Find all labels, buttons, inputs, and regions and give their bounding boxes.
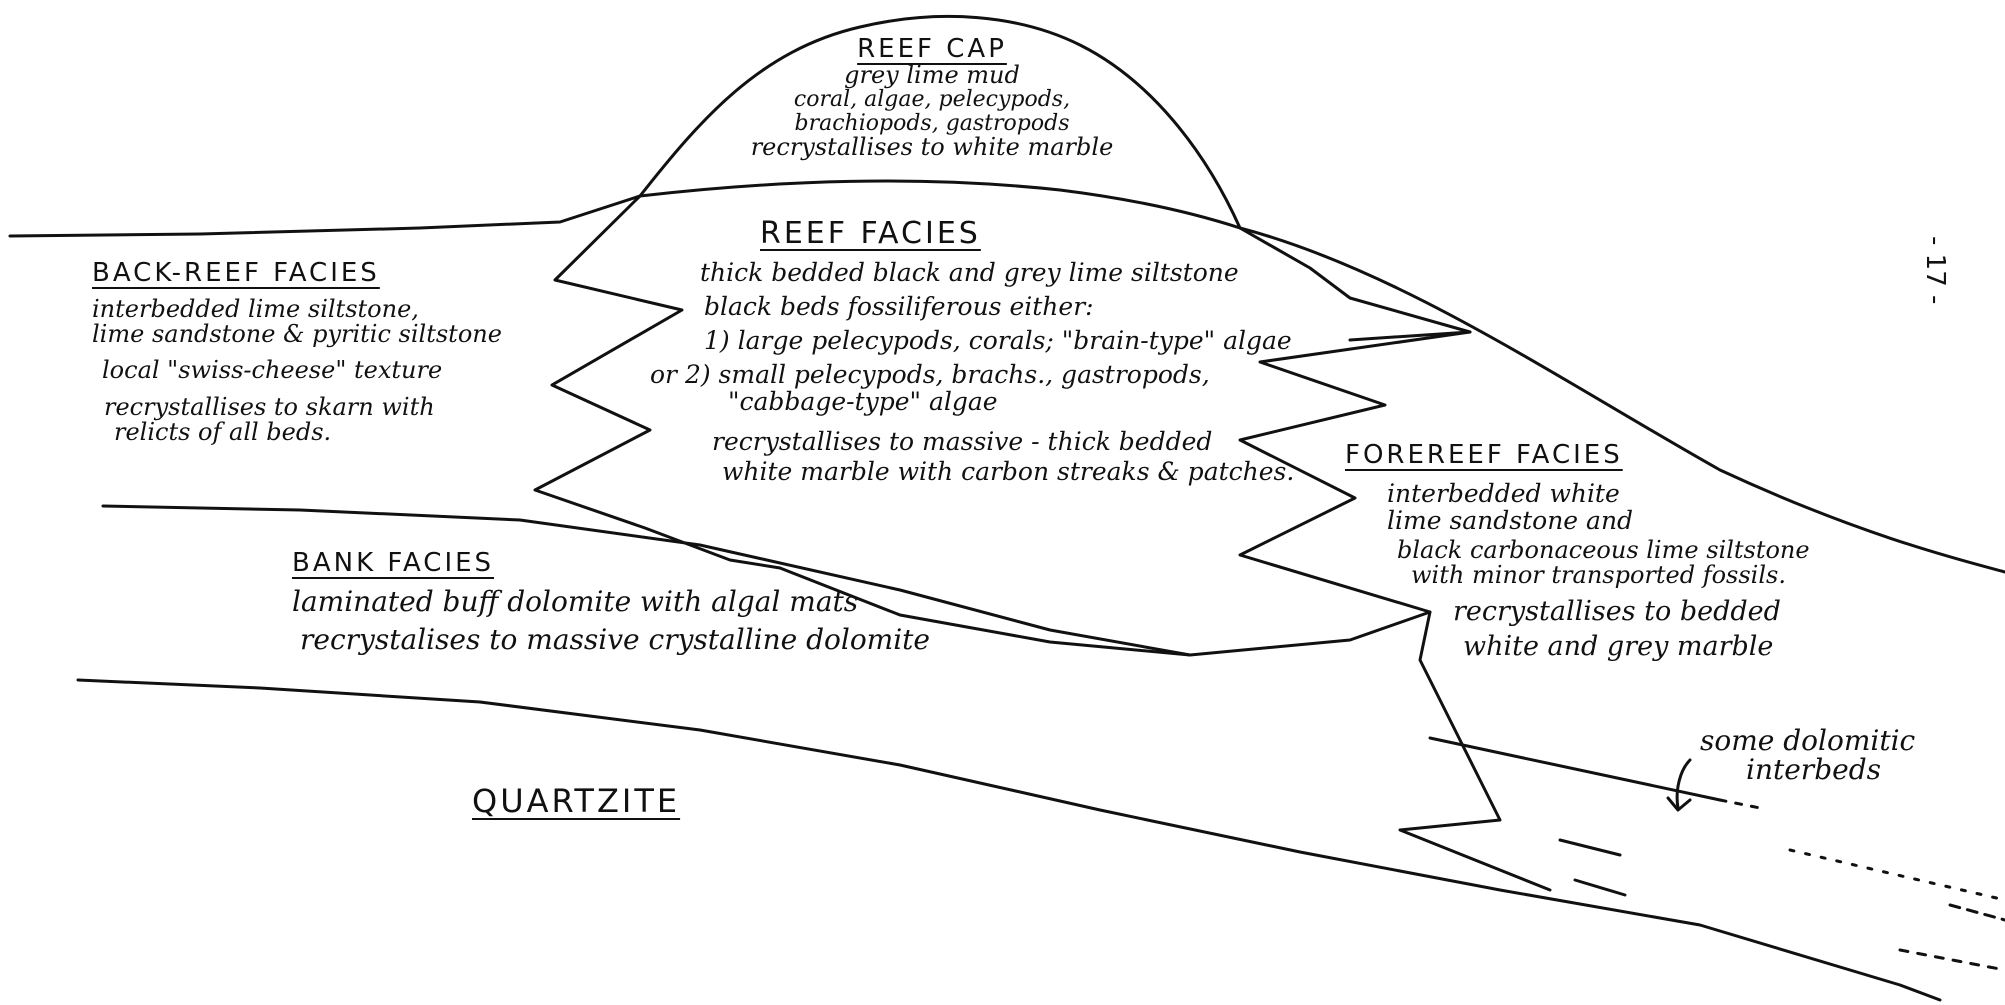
reef-facies-line: 1) large pelecypods, corals; "brain-type…	[704, 326, 1292, 355]
reef-cap-outline	[638, 14, 1242, 230]
quartzite-top-line	[76, 678, 1942, 1002]
dolomitic-interbed-line	[1558, 838, 1622, 857]
bank-facies-label: BANK FACIES laminated buff dolomite with…	[292, 548, 930, 656]
note-arrowhead	[1666, 796, 1692, 812]
bank-facies-line: laminated buff dolomite with algal mats	[292, 585, 859, 619]
bank-top-line	[101, 504, 1192, 657]
quartzite-label: QUARTZITE	[472, 782, 681, 820]
reef-cap-base-line	[638, 179, 1242, 230]
reef-facies-line: recrystallises to massive - thick bedded	[712, 426, 1213, 456]
page-number: - 17 -	[1920, 236, 1950, 305]
forereef-facies-line: interbedded white	[1387, 479, 1620, 509]
back-reef-facies-title: BACK-REEF FACIES	[92, 258, 380, 288]
forereef-facies-line: lime sandstone and	[1387, 505, 1634, 535]
reef-facies-left-boundary	[533, 194, 782, 570]
back-reef-facies-line: recrystallises to skarn with	[104, 392, 435, 421]
upper-surface-line	[8, 194, 642, 238]
back-reef-facies-label: BACK-REEF FACIES interbedded lime siltst…	[92, 258, 502, 447]
dolomitic-interbed-line	[1898, 948, 2005, 972]
reef-cap-line: brachiopods, gastropods	[794, 110, 1070, 136]
back-reef-facies-line: relicts of all beds.	[114, 418, 332, 447]
forereef-facies-line: recrystallises to bedded	[1453, 596, 1781, 628]
forereef-lower-boundary	[1398, 610, 1552, 892]
back-reef-facies-line: interbedded lime siltstone,	[92, 295, 419, 324]
dolomitic-interbed-line	[1718, 798, 1762, 810]
dolomitic-interbeds-note: some dolomitic interbeds	[1700, 726, 1915, 785]
dolomitic-note-line: interbeds	[1746, 753, 1881, 787]
reef-cap-label: REEF CAP grey lime mud coral, algae, pel…	[742, 34, 1122, 161]
reef-cap-line: recrystallises to white marble	[750, 132, 1114, 161]
reef-facies-line: thick bedded black and grey lime siltsto…	[700, 257, 1239, 287]
reef-facies-line: black beds fossiliferous either:	[704, 291, 1094, 321]
dolomitic-interbed-line	[1428, 736, 1722, 802]
back-reef-facies-line: local "swiss-cheese" texture	[102, 355, 443, 384]
bank-facies-line: recrystalises to massive crystalline dol…	[300, 622, 930, 656]
reef-facies-line: "cabbage-type" algae	[728, 386, 998, 416]
back-reef-facies-line: lime sandstone & pyritic siltstone	[92, 320, 502, 349]
forereef-surface-line	[1238, 226, 2005, 574]
bank-facies-title: BANK FACIES	[292, 548, 495, 578]
forereef-facies-line: black carbonaceous lime siltstone	[1397, 535, 1810, 564]
forereef-facies-label: FOREREEF FACIES interbedded white lime s…	[1345, 440, 1810, 662]
reef-facies-label: REEF FACIES thick bedded black and grey …	[650, 218, 1294, 485]
reef-facies-title: REEF FACIES	[760, 216, 981, 251]
reef-cap-line: grey lime mud	[844, 61, 1020, 90]
note-arrow	[1675, 758, 1692, 810]
dolomitic-interbed-line	[1948, 903, 2005, 922]
forereef-zigzag-boundary	[1348, 330, 1472, 342]
dolomitic-interbed-line	[1573, 878, 1627, 897]
reef-facies-line: white marble with carbon streaks & patch…	[722, 457, 1295, 486]
forereef-facies-title: FOREREEF FACIES	[1345, 440, 1623, 470]
dolomitic-interbed-line	[1788, 848, 2005, 902]
reef-cap-line: coral, algae, pelecypods,	[793, 87, 1071, 113]
reef-cap-title: REEF CAP	[857, 34, 1007, 64]
reef-facies-line: or 2) small pelecypods, brachs., gastrop…	[650, 360, 1210, 390]
dolomitic-note-line: some dolomitic	[1700, 724, 1916, 757]
forereef-facies-line: white and grey marble	[1463, 630, 1774, 662]
forereef-facies-line: with minor transported fossils.	[1411, 560, 1786, 589]
reef-facies-right-boundary	[778, 226, 1472, 657]
